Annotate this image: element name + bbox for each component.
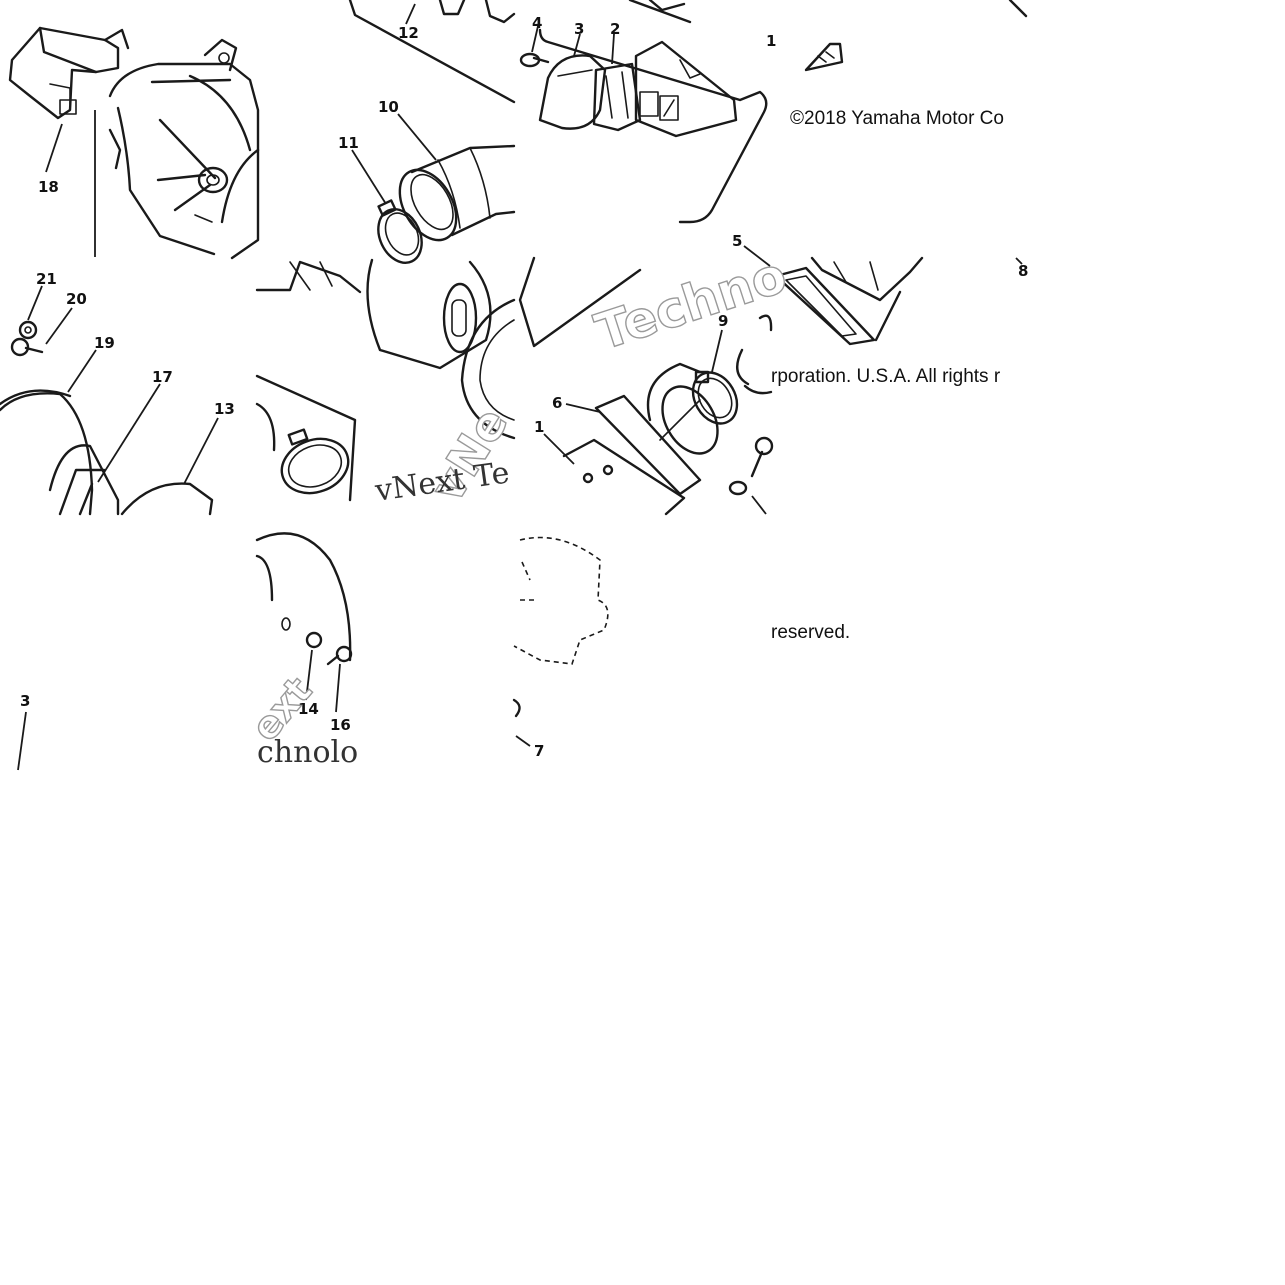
boundary-line bbox=[348, 0, 516, 104]
part-fragment bbox=[438, 0, 466, 16]
manifold-part bbox=[774, 256, 924, 346]
callout-10: 10 bbox=[378, 98, 399, 116]
boot-clamp-part bbox=[691, 370, 739, 425]
copyright-line-1: ©2018 Yamaha Motor Co bbox=[790, 108, 1004, 130]
copyright-line-2: rporation. U.S.A. All rights r bbox=[771, 366, 1001, 388]
callout-2: 2 bbox=[610, 20, 620, 38]
callout-17: 17 bbox=[152, 368, 173, 386]
callout-6: 6 bbox=[552, 394, 562, 412]
callout-16: 14 bbox=[298, 700, 319, 718]
bolt-part bbox=[519, 52, 550, 68]
leader-line bbox=[45, 123, 63, 173]
reed-valve-block-part bbox=[634, 40, 738, 138]
reed-petal-part bbox=[592, 62, 642, 132]
callout-11: 11 bbox=[338, 134, 359, 152]
washer-part bbox=[305, 631, 323, 649]
hose-clamp-part bbox=[377, 199, 423, 264]
fan-housing-part bbox=[108, 38, 260, 260]
cover-screw-part bbox=[326, 645, 353, 666]
callout-12: 12 bbox=[398, 24, 419, 42]
callout-21: 21 bbox=[36, 270, 57, 288]
callout-4: 4 bbox=[532, 14, 542, 32]
callout-15: 16 bbox=[330, 716, 351, 734]
callout-7: 7 bbox=[534, 742, 544, 760]
intake-ring-part bbox=[460, 298, 516, 440]
washer-part bbox=[18, 320, 38, 340]
reed-valve-group-outline bbox=[538, 28, 768, 224]
callout-19: 19 bbox=[94, 334, 115, 352]
boundary-line bbox=[255, 374, 357, 502]
gasket-ring-part bbox=[0, 392, 94, 516]
watermark-text: Techno bbox=[588, 246, 793, 362]
callout-1: 1 bbox=[534, 418, 544, 436]
mount-bolt-part bbox=[728, 436, 774, 496]
boundary-line bbox=[518, 256, 642, 348]
copyright-line-3: reserved. bbox=[771, 622, 851, 644]
air-box-boot-part bbox=[366, 258, 492, 370]
callout-13: 13 bbox=[214, 400, 235, 418]
part-fragment bbox=[484, 0, 516, 24]
air-cover-part bbox=[255, 532, 352, 662]
callout-3: 3 bbox=[574, 20, 584, 38]
reed-stopper-part bbox=[538, 54, 607, 130]
fwd-arrow-icon bbox=[804, 42, 844, 72]
callout-5: 5 bbox=[732, 232, 742, 250]
engine-outline-dashed bbox=[513, 536, 609, 665]
intake-boot-part bbox=[398, 144, 516, 242]
callout-9: 9 bbox=[718, 312, 728, 330]
intake-duct-part bbox=[8, 26, 130, 120]
callout-18: 18 bbox=[38, 178, 59, 196]
screw-part bbox=[10, 337, 44, 357]
filter-cage-part bbox=[48, 444, 120, 516]
watermark-text: chnolo bbox=[257, 735, 358, 770]
reed-plate-part bbox=[562, 394, 702, 516]
carb-boot-part bbox=[646, 362, 719, 455]
callout-14: 3 bbox=[20, 692, 30, 710]
callout-20: 20 bbox=[66, 290, 87, 308]
callout-8: 8 bbox=[1018, 262, 1028, 280]
filter-element-part bbox=[120, 482, 214, 516]
callout-1-top: 1 bbox=[766, 32, 776, 50]
hose-clamp-part bbox=[280, 428, 350, 495]
